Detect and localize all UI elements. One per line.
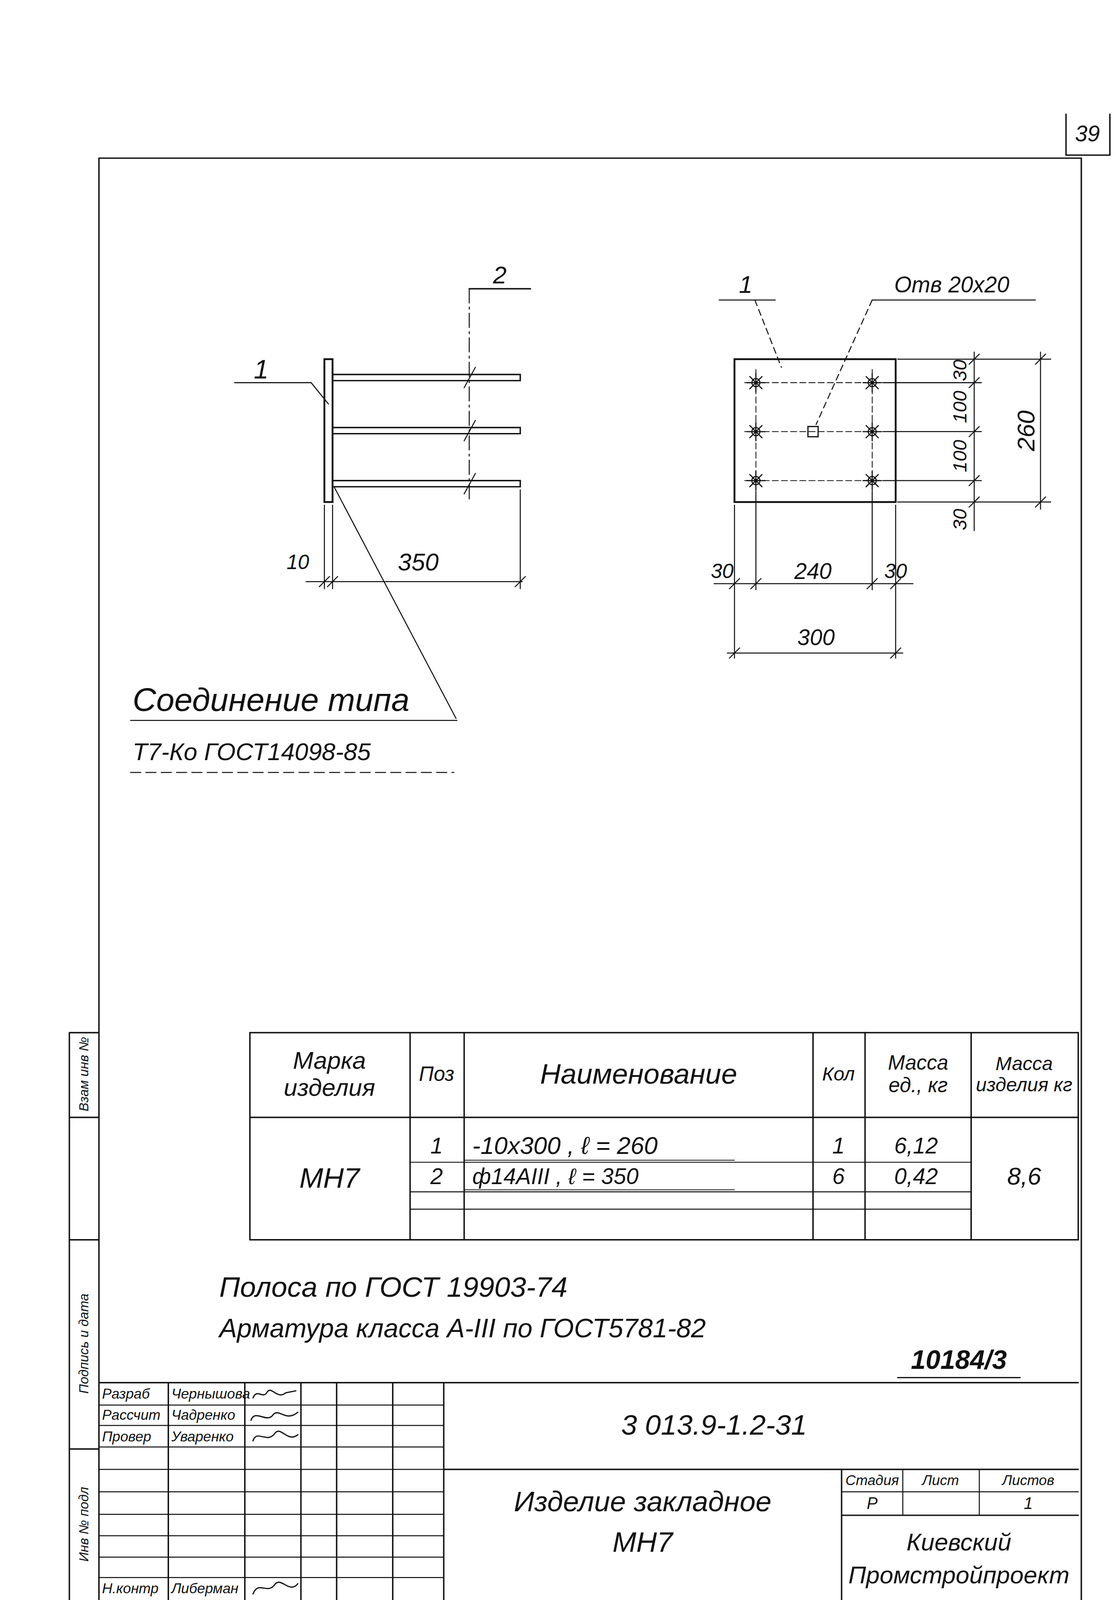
table-header: Кол bbox=[822, 1063, 856, 1085]
callout-number: 2 bbox=[492, 261, 507, 289]
title-cell: Лист bbox=[922, 1472, 960, 1489]
note-text: Арматура класса А-III по ГОСТ5781-82 bbox=[219, 1313, 707, 1343]
table-header: Поз bbox=[419, 1062, 455, 1086]
plate-front bbox=[734, 359, 896, 502]
table-cell: 8,6 bbox=[1006, 1162, 1041, 1190]
table-header: Масса ед., кг bbox=[872, 1051, 965, 1097]
title-block bbox=[99, 1382, 1079, 1600]
table-cell: МН7 bbox=[299, 1162, 360, 1194]
dimension-text: 10 bbox=[286, 551, 310, 574]
leader-dashed bbox=[754, 300, 872, 425]
weld-note: Соединение типа bbox=[132, 681, 410, 718]
leader-1 bbox=[234, 382, 329, 405]
dimension-text: 300 bbox=[797, 625, 835, 651]
dimension-text: 100 bbox=[949, 391, 971, 424]
title-role: Н.контр bbox=[101, 1580, 159, 1597]
dimension-lines-horizontal bbox=[714, 491, 914, 659]
archive-number: 10184/3 bbox=[911, 1345, 1007, 1375]
table-header: Наименование bbox=[540, 1058, 738, 1090]
dimension-text: 30 bbox=[949, 508, 971, 531]
document-code: 3 013.9-1.2-31 bbox=[621, 1409, 807, 1441]
title-role: Провер bbox=[101, 1428, 151, 1444]
spec-table bbox=[250, 1032, 1079, 1240]
organization: Киевский bbox=[906, 1529, 1012, 1557]
vent-hole bbox=[807, 426, 819, 438]
sheet-frame bbox=[99, 158, 1082, 1600]
dimension-text: 350 bbox=[397, 548, 439, 576]
table-header: Марка изделия bbox=[258, 1047, 401, 1101]
drawing-title: МН7 bbox=[612, 1526, 673, 1559]
title-name: Уваренко bbox=[171, 1428, 234, 1444]
dimension-text: 30 bbox=[884, 560, 907, 583]
weld-leader bbox=[130, 487, 458, 721]
table-cell: 2 bbox=[430, 1163, 443, 1189]
signatures bbox=[250, 1390, 298, 1595]
plate-side bbox=[324, 359, 333, 502]
weld-stars bbox=[746, 373, 882, 490]
table-header: Масса изделия кг bbox=[973, 1052, 1076, 1096]
table-cell: -10х300 , ℓ = 260 bbox=[472, 1132, 658, 1160]
table-cell: 6,12 bbox=[894, 1133, 939, 1158]
leader-2-line bbox=[468, 288, 470, 502]
table-cell: 1 bbox=[832, 1133, 845, 1158]
anchor-bars bbox=[332, 374, 521, 487]
table-cell: ф14АIII , ℓ = 350 bbox=[472, 1163, 639, 1189]
margin-text: Взам инв № bbox=[76, 1036, 92, 1112]
title-cell: Р bbox=[866, 1494, 878, 1513]
margin-text: Инв № подл bbox=[76, 1486, 92, 1562]
dimension-text: 240 bbox=[794, 559, 832, 584]
weld-underline bbox=[130, 771, 455, 773]
page-number-box bbox=[1065, 114, 1110, 156]
weld-note: Т7-Ко ГОСТ14098-85 bbox=[132, 738, 371, 766]
drawing-title: Изделие закладное bbox=[514, 1485, 772, 1518]
title-cell: Стадия bbox=[845, 1472, 900, 1489]
table-cell: 1 bbox=[430, 1133, 443, 1158]
note-text: Полоса по ГОСТ 19903-74 bbox=[219, 1271, 568, 1304]
leader-ticks bbox=[464, 367, 476, 494]
table-cell: 0,42 bbox=[894, 1163, 939, 1189]
title-name: Чернышова bbox=[171, 1385, 251, 1402]
dimension-text: 30 bbox=[949, 359, 971, 382]
dimension-text: 260 bbox=[1012, 409, 1040, 451]
leader-callouts bbox=[719, 299, 1036, 301]
page-number: 39 bbox=[1075, 121, 1100, 146]
title-role: Разраб bbox=[101, 1385, 150, 1402]
note-underline bbox=[897, 1376, 1021, 1379]
title-name: Либерман bbox=[171, 1580, 239, 1597]
hole-note: Отв 20х20 bbox=[894, 272, 1010, 297]
margin-strip bbox=[69, 1032, 100, 1600]
title-name: Чадренко bbox=[171, 1407, 236, 1423]
dimension-lines bbox=[305, 489, 526, 589]
title-cell: 1 bbox=[1023, 1494, 1033, 1513]
table-cell: 6 bbox=[832, 1163, 845, 1189]
title-role: Рассчит bbox=[101, 1407, 161, 1423]
callout-number: 1 bbox=[253, 354, 269, 384]
dimension-lines-vertical bbox=[883, 351, 1051, 531]
dimension-text: 100 bbox=[949, 439, 971, 473]
title-cell: Листов bbox=[1002, 1472, 1055, 1489]
center-lines bbox=[744, 369, 884, 492]
callout-number: 1 bbox=[738, 271, 753, 299]
margin-text: Подпись и дата bbox=[76, 1293, 92, 1394]
organization: Промстройпроект bbox=[848, 1561, 1070, 1589]
dimension-text: 30 bbox=[710, 560, 734, 583]
